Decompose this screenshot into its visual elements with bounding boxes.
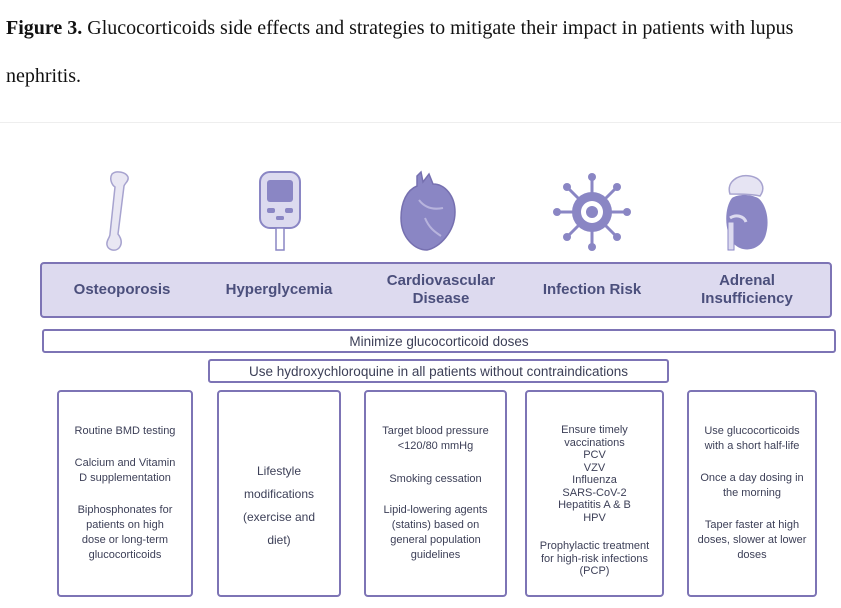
strategy-morning-dosing: Once a day dosing in the morning (700, 472, 804, 499)
figure-area (0, 122, 841, 608)
conditions-band: Osteoporosis Hyperglycemia Cardiovascula… (40, 262, 832, 318)
adrenal-strategies: Use glucocorticoids with a short half-li… (687, 390, 817, 597)
strategy-bmd-testing: Routine BMD testing (74, 425, 176, 437)
condition-osteoporosis: Osteoporosis (73, 281, 171, 298)
condition-cardiovascular-disease: Cardiovascular Disease (386, 272, 496, 307)
adrenal-kidney-icon (726, 174, 768, 251)
condition-adrenal-insufficiency: Adrenal Insufficiency (701, 272, 793, 307)
figure-caption: Figure 3. Glucocorticoids side effects a… (6, 4, 836, 100)
strategy-smoking-cessation: Smoking cessation (389, 473, 482, 485)
bone-icon (106, 171, 129, 251)
strategy-short-half-life: Use glucocorticoids with a short half-li… (704, 425, 800, 452)
virus-icon (553, 173, 631, 251)
condition-hyperglycemia: Hyperglycemia (225, 281, 333, 298)
hydroxychloroquine-bar: Use hydroxychloroquine in all patients w… (208, 359, 669, 383)
strategy-calcium-vitamin-d: Calcium and Vitamin D supplementation (74, 457, 176, 484)
strategy-lifestyle-modifications: Lifestyle modifications (exercise and di… (242, 464, 316, 547)
infection-strategies: Ensure timely vaccinations PCV VZV Influ… (525, 390, 664, 597)
strategy-timely-vaccinations: Ensure timely vaccinations (561, 424, 628, 449)
minimize-doses-text: Minimize glucocorticoid doses (349, 333, 529, 349)
vaccine-influenza: Influenza (572, 474, 617, 486)
heart-icon (400, 170, 456, 251)
vaccine-hpv: HPV (583, 511, 606, 524)
hyperglycemia-strategies: Lifestyle modifications (exercise and di… (217, 390, 341, 597)
strategy-prophylactic-treatment: Prophylactic treatment for high-risk inf… (539, 540, 650, 577)
vaccine-pcv: PCV (583, 449, 606, 461)
figure-label: Figure 3. (6, 17, 83, 39)
vaccine-vzv: VZV (583, 461, 606, 474)
strategy-biphosphonates: Biphosphonates for patients on high dose… (77, 504, 173, 561)
strategy-blood-pressure-target: Target blood pressure <120/80 mmHg (382, 425, 489, 452)
osteoporosis-strategies: Routine BMD testing Calcium and Vitamin … (57, 390, 193, 597)
strategy-taper: Taper faster at high doses, slower at lo… (697, 519, 807, 561)
hydroxychloroquine-text: Use hydroxychloroquine in all patients w… (249, 363, 628, 379)
glucose-meter-icon (259, 171, 301, 251)
figure-caption-text: Glucocorticoids side effects and strateg… (6, 17, 794, 87)
cardiovascular-strategies: Target blood pressure <120/80 mmHg Smoki… (364, 390, 507, 597)
vaccine-sars-cov-2: SARS-CoV-2 (562, 486, 627, 499)
vaccine-hepatitis-a-b: Hepatitis A & B (558, 499, 631, 511)
minimize-doses-bar: Minimize glucocorticoid doses (42, 329, 836, 353)
strategy-statins: Lipid-lowering agents (statins) based on… (383, 504, 488, 561)
condition-infection-risk: Infection Risk (542, 281, 642, 298)
